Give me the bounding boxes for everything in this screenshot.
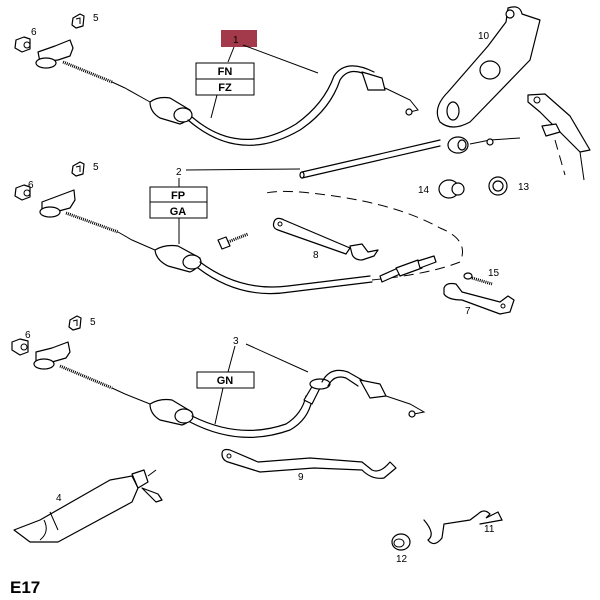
cable-3[interactable]	[59, 364, 426, 438]
clip-5-top[interactable]	[71, 13, 85, 29]
bracket-7[interactable]	[443, 282, 515, 315]
variant-code: FN	[218, 66, 233, 78]
cable-1[interactable]	[62, 60, 419, 146]
part-label-10: 10	[478, 31, 490, 42]
leader-line	[185, 168, 301, 171]
variant-code: FZ	[218, 82, 232, 94]
cable-2-upper[interactable]	[299, 136, 521, 179]
cable-2[interactable]	[65, 190, 463, 295]
part-label-6: 6	[25, 330, 31, 341]
part-label-8: 8	[313, 250, 319, 261]
variant-code: FP	[171, 190, 185, 202]
callout-1-codes: FN FZ	[195, 62, 255, 96]
cable-adjuster[interactable]	[379, 255, 437, 283]
part-label-13: 13	[518, 182, 530, 193]
strap-9[interactable]	[221, 448, 397, 479]
bracket-10[interactable]	[436, 6, 541, 128]
part-label-6: 6	[31, 27, 37, 38]
variant-code: GN	[217, 375, 234, 387]
leader-line	[227, 345, 236, 373]
leader-line	[242, 44, 319, 74]
part-label-9: 9	[298, 472, 304, 483]
variant-code: GA	[170, 206, 187, 218]
callout-1-number: 1	[233, 35, 239, 46]
part-label-5: 5	[90, 317, 96, 328]
part-label-11: 11	[484, 524, 495, 535]
callout-2-number[interactable]: 2	[176, 167, 182, 178]
clip-6-bottom[interactable]	[11, 338, 29, 356]
clip-6-middle[interactable]	[14, 184, 31, 201]
screw-15[interactable]	[463, 272, 493, 286]
bolt[interactable]	[217, 232, 249, 250]
cable-end-bracket-bottom[interactable]	[33, 341, 71, 370]
part-label-5: 5	[93, 13, 99, 24]
part-label-14: 14	[418, 185, 430, 196]
clip-6-top[interactable]	[14, 36, 31, 53]
part-label-7: 7	[465, 306, 471, 317]
leader-line	[210, 94, 218, 119]
leader-line	[245, 343, 309, 373]
part-label-5: 5	[93, 162, 99, 173]
callout-1-highlight[interactable]	[221, 30, 257, 47]
callout-2-codes: FP GA	[149, 186, 208, 219]
callout-3-codes: GN	[196, 371, 255, 389]
part-label-4: 4	[56, 493, 62, 504]
washer-13[interactable]	[488, 176, 508, 196]
callout-3-number[interactable]: 3	[233, 336, 239, 347]
cable-end-bracket-middle[interactable]	[39, 189, 76, 218]
cable-end-bracket-top[interactable]	[35, 39, 74, 69]
part-label-12: 12	[396, 554, 408, 565]
spring-clip-11[interactable]	[423, 510, 503, 545]
clip-5-bottom[interactable]	[68, 315, 82, 331]
leader-line	[227, 46, 235, 63]
strap-8[interactable]	[272, 217, 379, 261]
part-label-15: 15	[488, 268, 500, 279]
mount-bracket-right[interactable]	[527, 93, 591, 181]
grommet-14[interactable]	[438, 179, 465, 199]
nut-12[interactable]	[391, 533, 411, 551]
clip-5-middle[interactable]	[71, 161, 85, 177]
grease-tube-4[interactable]	[13, 469, 163, 543]
part-label-6: 6	[28, 180, 34, 191]
leader-line	[214, 387, 224, 425]
diagram-title: E17	[10, 578, 40, 597]
